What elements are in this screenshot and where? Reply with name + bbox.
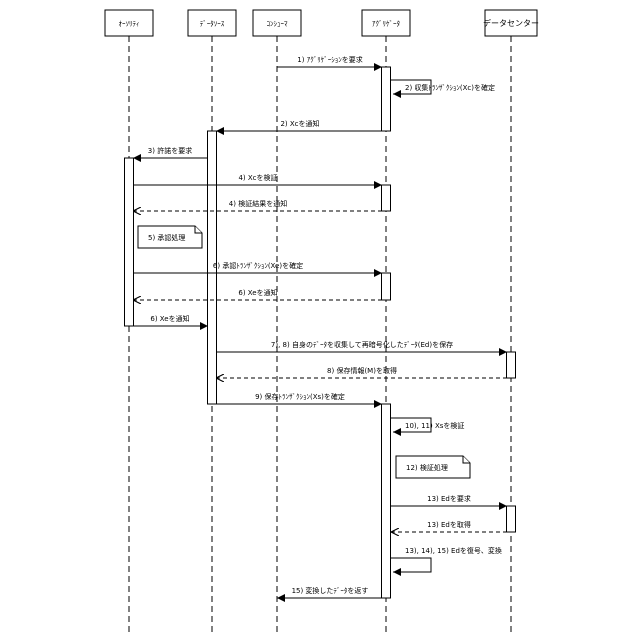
message-5: 4) Xcを検証 — [133, 173, 382, 185]
note-label: 12) 検証処理 — [406, 463, 448, 472]
message-9: 6) Xeを通知 — [133, 314, 208, 326]
message-label: 10), 11) Xsを検証 — [405, 421, 464, 430]
note-fold — [463, 456, 470, 463]
message-1: 1) ｱｸﾞﾘｹﾞｰｼｮﾝを要求 — [277, 55, 382, 67]
message-label: 13) Edを要求 — [427, 494, 471, 503]
message-14: 13) Edを要求 — [391, 494, 507, 506]
participant-label: ﾃﾞｰﾀｿｰｽ — [200, 20, 225, 28]
message-label: 6) Xeを通知 — [238, 288, 277, 297]
message-label: 2) Xcを通知 — [280, 119, 319, 128]
message-label: 2) 収集ﾄﾗﾝｻﾞｸｼｮﾝ(Xc)を確定 — [405, 83, 495, 92]
participant-label: データセンター — [483, 18, 539, 28]
message-label: 13), 14), 15) Edを復号、変換 — [405, 546, 502, 555]
message-6: 4) 検証結果を通知 — [133, 199, 382, 211]
message-17: 15) 変換したﾃﾞｰﾀを返す — [277, 586, 382, 598]
participant-authority: ｵｰｿﾘﾃｨ — [105, 10, 153, 36]
note-label: 5) 承認処理 — [148, 233, 185, 242]
participant-datasource: ﾃﾞｰﾀｿｰｽ — [188, 10, 236, 36]
message-3: 2) Xcを通知 — [216, 119, 382, 131]
message-2: 2) 収集ﾄﾗﾝｻﾞｸｼｮﾝ(Xc)を確定 — [391, 80, 495, 94]
message-label: 4) 検証結果を通知 — [229, 199, 287, 208]
participant-aggregator: ｱｸﾞﾘｹﾞｰﾀ — [362, 10, 410, 36]
participant-label: ｺﾝｼｭｰﾏ — [267, 20, 288, 28]
note-1: 5) 承認処理 — [138, 226, 202, 248]
message-label: 8) 保存情報(M)を取得 — [327, 366, 397, 375]
message-label: 15) 変換したﾃﾞｰﾀを返す — [292, 586, 369, 595]
activation-bar-aggregator — [382, 404, 391, 598]
participant-label: ｵｰｿﾘﾃｨ — [119, 20, 140, 28]
message-15: 13) Edを取得 — [391, 520, 507, 532]
message-label: 9) 保存ﾄﾗﾝｻﾞｸｼｮﾝ(Xs)を確定 — [255, 392, 345, 401]
message-7: 6) 承認ﾄﾗﾝｻﾞｸｼｮﾝ(Xe)を確定 — [133, 261, 382, 273]
activation-bar-aggregator — [382, 67, 391, 131]
message-10: 7), 8) 自身のﾃﾞｰﾀを収集して再暗号化したﾃﾞｰﾀ(Ed)を保存 — [216, 340, 507, 352]
message-label: 3) 許諾を要求 — [148, 146, 192, 155]
activation-bar-aggregator — [382, 185, 391, 211]
message-label: 7), 8) 自身のﾃﾞｰﾀを収集して再暗号化したﾃﾞｰﾀ(Ed)を保存 — [271, 340, 453, 349]
activation-bar-datacenter — [507, 506, 516, 532]
activation-bar-datacenter — [507, 352, 516, 378]
activation-bar-aggregator — [382, 273, 391, 300]
message-label: 1) ｱｸﾞﾘｹﾞｰｼｮﾝを要求 — [297, 55, 362, 64]
message-label: 13) Edを取得 — [427, 520, 471, 529]
message-12: 9) 保存ﾄﾗﾝｻﾞｸｼｮﾝ(Xs)を確定 — [216, 392, 382, 404]
message-8: 6) Xeを通知 — [133, 288, 382, 300]
note-fold — [195, 226, 202, 233]
participant-consumer: ｺﾝｼｭｰﾏ — [253, 10, 301, 36]
message-label: 4) Xcを検証 — [238, 173, 277, 182]
participant-datacenter: データセンター — [483, 10, 539, 36]
message-13: 10), 11) Xsを検証 — [391, 418, 464, 432]
note-2: 12) 検証処理 — [396, 456, 470, 478]
message-label: 6) Xeを通知 — [150, 314, 189, 323]
activation-bar-authority — [125, 158, 134, 326]
message-label: 6) 承認ﾄﾗﾝｻﾞｸｼｮﾝ(Xe)を確定 — [213, 261, 303, 270]
participant-label: ｱｸﾞﾘｹﾞｰﾀ — [372, 20, 400, 28]
self-message-arrow — [391, 558, 431, 572]
message-4: 3) 許諾を要求 — [133, 146, 208, 158]
message-16: 13), 14), 15) Edを復号、変換 — [391, 546, 502, 572]
message-11: 8) 保存情報(M)を取得 — [216, 366, 507, 378]
